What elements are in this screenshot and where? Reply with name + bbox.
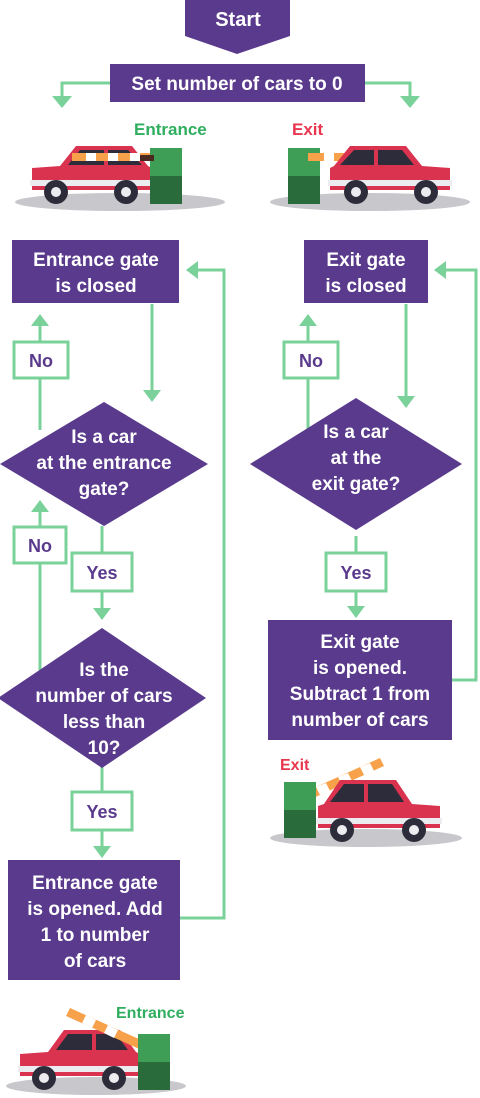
gate-barrier-icon [66,1008,170,1090]
svg-text:Is the: Is the [79,660,129,681]
svg-text:number of cars: number of cars [35,686,172,707]
entrance-closed-box: Entrance gate is closed [12,240,179,303]
exit-label-bottom: Exit [280,757,310,774]
exit-bottom-illustration: Exit [270,757,462,847]
entrance-opened-box: Entrance gate is opened. Add 1 to number… [8,860,180,980]
gate-barrier-icon [72,148,182,204]
init-label: Set number of cars to 0 [131,74,342,95]
entrance-label-bottom: Entrance [116,1005,185,1022]
svg-text:Yes: Yes [86,802,117,822]
svg-text:Exit gate: Exit gate [320,632,399,653]
svg-text:Is a car: Is a car [71,427,137,448]
car-icon [328,146,452,204]
svg-text:is opened. Add: is opened. Add [27,899,162,920]
svg-text:Is a car: Is a car [323,422,389,443]
svg-text:gate?: gate? [79,479,130,500]
entrance-bottom-illustration: Entrance [6,1005,186,1095]
exit-label-top: Exit [292,120,324,139]
svg-text:Yes: Yes [340,563,371,583]
svg-text:is opened.: is opened. [313,658,407,679]
yes-label-entrance-1: Yes [70,551,134,593]
no-label-entrance-2: No [12,525,68,565]
exit-closed-box: Exit gate is closed [304,240,428,303]
svg-text:is closed: is closed [55,276,136,297]
svg-text:Subtract 1 from: Subtract 1 from [290,684,430,705]
exit-opened-box: Exit gate is opened. Subtract 1 from num… [268,620,452,740]
no-label-entrance-1: No [12,340,70,380]
yes-label-entrance-2: Yes [70,790,134,832]
svg-text:at the: at the [331,448,382,469]
start-label: Start [215,9,261,31]
svg-text:No: No [299,351,323,371]
svg-text:number of cars: number of cars [291,710,428,731]
exit-top-illustration: Exit [270,120,470,211]
entrance-label-top: Entrance [134,120,207,139]
init-box: Set number of cars to 0 [110,64,365,102]
svg-text:No: No [28,536,52,556]
car-icon [18,1030,142,1090]
svg-text:at the entrance: at the entrance [36,453,171,474]
decision-car-at-exit: Is a car at the exit gate? [250,398,462,530]
svg-text:1 to number: 1 to number [41,925,150,946]
svg-text:of cars: of cars [64,951,126,972]
yes-label-exit: Yes [324,551,388,593]
svg-text:Entrance gate: Entrance gate [32,873,158,894]
decision-car-at-entrance: Is a car at the entrance gate? [0,402,208,526]
svg-text:Exit gate: Exit gate [326,250,405,271]
svg-text:Entrance gate: Entrance gate [33,250,159,271]
car-icon [316,780,442,842]
start-node: Start [185,0,290,54]
svg-text:is closed: is closed [325,276,406,297]
entrance-top-illustration: Entrance [15,120,225,211]
no-label-exit: No [282,340,340,380]
svg-text:No: No [29,351,53,371]
svg-text:exit gate?: exit gate? [312,474,401,495]
svg-text:10?: 10? [88,738,121,759]
decision-cars-less-than: Is the number of cars less than 10? [0,628,206,768]
svg-text:Yes: Yes [86,563,117,583]
svg-text:less than: less than [63,712,145,733]
